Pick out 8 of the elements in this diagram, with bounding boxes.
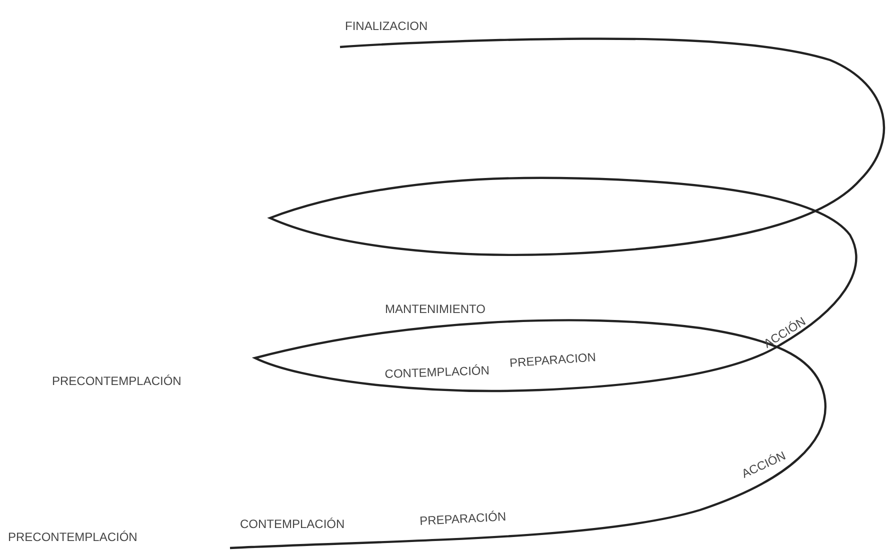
- stage-label: PREPARACIÓN: [419, 510, 506, 527]
- stage-label: CONTEMPLACIÓN: [240, 518, 345, 530]
- stage-label: CONTEMPLACIÓN: [384, 364, 490, 380]
- stage-label: PREPARACION: [509, 351, 596, 369]
- stage-label: FINALIZACION: [345, 20, 428, 32]
- stage-label: PRECONTEMPLACIÓN: [8, 531, 138, 543]
- stage-label: PRECONTEMPLACIÓN: [52, 375, 182, 387]
- stage-label: MANTENIMIENTO: [385, 303, 486, 315]
